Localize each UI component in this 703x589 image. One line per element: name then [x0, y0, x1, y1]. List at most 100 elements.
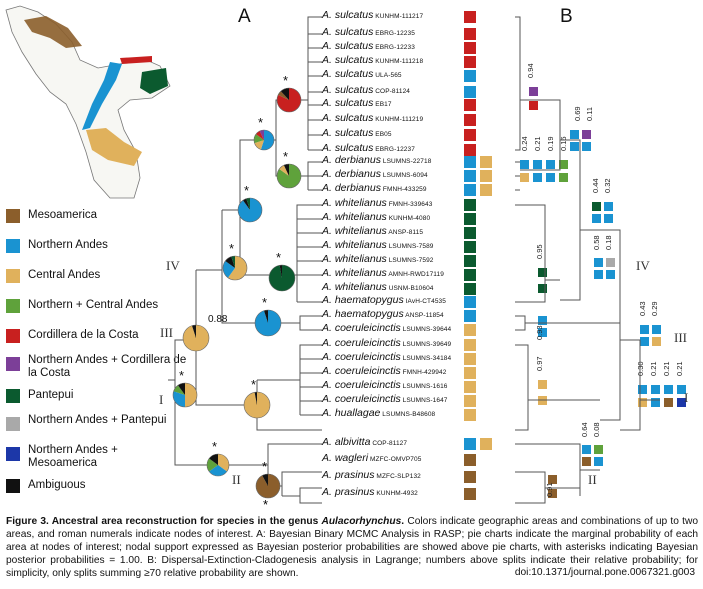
taxon-species: A. coeruleicinctis	[322, 337, 401, 349]
area-square	[464, 283, 476, 295]
split-square	[638, 398, 647, 407]
taxon-species: A. whitelianus	[322, 253, 387, 265]
taxon-voucher: LSUMNS-1616	[400, 383, 448, 390]
legend-swatch	[6, 329, 20, 343]
split-square	[582, 445, 591, 454]
area-square	[464, 269, 476, 281]
pie-slice	[280, 88, 289, 100]
support-star: *	[251, 377, 256, 392]
node-label-iv-b: IV	[636, 258, 650, 273]
taxon-voucher: FMNH-429942	[400, 369, 447, 376]
split-probability: 0.21	[649, 361, 658, 376]
taxon-voucher: FMNH-339643	[386, 201, 433, 208]
pie-outline	[237, 197, 263, 223]
area-square	[480, 156, 492, 168]
pie-slice	[278, 91, 289, 100]
taxon-label: A. sulcatus EBRG-12237	[322, 142, 415, 154]
taxon-species: A. sulcatus	[322, 97, 374, 109]
tree-a-branch	[168, 339, 218, 466]
taxon-species: A. whitelianus	[322, 197, 387, 209]
split-square	[651, 385, 660, 394]
pie-slice	[209, 454, 218, 465]
legend-label: Pantepui	[28, 389, 74, 401]
pie-slice	[177, 383, 185, 395]
pie-slice	[246, 198, 250, 210]
split-square	[652, 325, 661, 334]
area-square	[464, 227, 476, 239]
legend-label: Northern Andes	[28, 239, 108, 251]
area-square	[464, 99, 476, 111]
node-label-ii: II	[232, 472, 241, 487]
taxon-voucher: LSUMNS-22718	[380, 158, 432, 165]
area-square	[464, 114, 476, 126]
area-square	[464, 438, 476, 450]
taxon-species: A. derbianus	[322, 182, 381, 194]
taxon-species: A. coeruleicinctis	[322, 393, 401, 405]
taxon-label: A. prasinus KUNHM-4932	[322, 486, 418, 498]
split-square	[582, 457, 591, 466]
split-square	[592, 202, 601, 211]
panel-a-label: A	[238, 6, 251, 27]
taxon-voucher: LSUMNS-34184	[400, 355, 452, 362]
legend-item: Northern Andes + Cordillera de la Costa	[6, 354, 186, 384]
taxon-species: A. sulcatus	[322, 54, 374, 66]
pie-outline	[222, 255, 248, 281]
split-square	[538, 316, 547, 325]
taxon-species: A. wagleri	[322, 452, 369, 464]
split-probability: 0.24	[520, 136, 529, 151]
pie-slice	[279, 265, 282, 278]
caption-body: Colors indicate geographic areas and com…	[6, 516, 698, 580]
pie-outline	[182, 324, 210, 352]
taxon-voucher: LSUMNS-7589	[386, 243, 434, 250]
split-square	[640, 325, 649, 334]
caption-genus: Aulacorhynchus	[321, 516, 402, 527]
legend-label: Northern + Central Andes	[28, 299, 159, 311]
area-square	[464, 409, 476, 421]
pie-slice	[263, 310, 268, 323]
area-square	[464, 339, 476, 351]
pie-slice	[255, 130, 264, 140]
pie-slice	[283, 164, 289, 176]
taxon-voucher: KUNHM-111217	[373, 13, 424, 20]
support-star: *	[262, 459, 267, 474]
pie-outline	[276, 163, 302, 189]
area-square	[464, 70, 476, 82]
tree-a-branch	[257, 344, 322, 416]
split-square	[520, 173, 529, 182]
taxon-voucher: ULA-565	[373, 72, 402, 79]
taxon-label: A. sulcatus EB05	[322, 127, 392, 139]
area-squares	[464, 11, 492, 500]
legend-swatch	[6, 269, 20, 283]
tree-b-branch	[515, 339, 641, 431]
pie-slice	[254, 392, 257, 405]
pie-slice	[173, 391, 185, 407]
pie-slice	[243, 392, 270, 418]
split-square	[664, 398, 673, 407]
legend-swatch	[6, 357, 20, 371]
tree-b-branch	[515, 204, 560, 303]
taxon-voucher: EBRG-12235	[373, 30, 415, 37]
legend-swatch	[6, 299, 20, 313]
area-square	[464, 255, 476, 267]
legend-item: Northern Andes + Mesoamerica	[6, 444, 176, 474]
taxon-species: A. whitelianus	[322, 281, 387, 293]
support-star: *	[283, 149, 288, 164]
legend-swatch	[6, 239, 20, 253]
split-square	[520, 160, 529, 169]
taxon-voucher: COP-81127	[370, 440, 408, 447]
area-square	[480, 438, 492, 450]
legend-label: Northern Andes + Mesoamerica	[28, 444, 118, 469]
area-square	[464, 213, 476, 225]
panel-b-label: B	[560, 6, 573, 27]
taxon-label: A. sulcatus KUNHM-111217	[322, 9, 423, 21]
pie-slice	[231, 256, 235, 268]
split-square	[538, 284, 547, 293]
taxon-voucher: KUNHM-111218	[373, 58, 424, 65]
tree-b-branch	[515, 399, 660, 504]
area-square	[464, 367, 476, 379]
area-square	[464, 184, 476, 196]
split-square	[570, 142, 579, 151]
split-probability: 0.91	[545, 482, 554, 497]
